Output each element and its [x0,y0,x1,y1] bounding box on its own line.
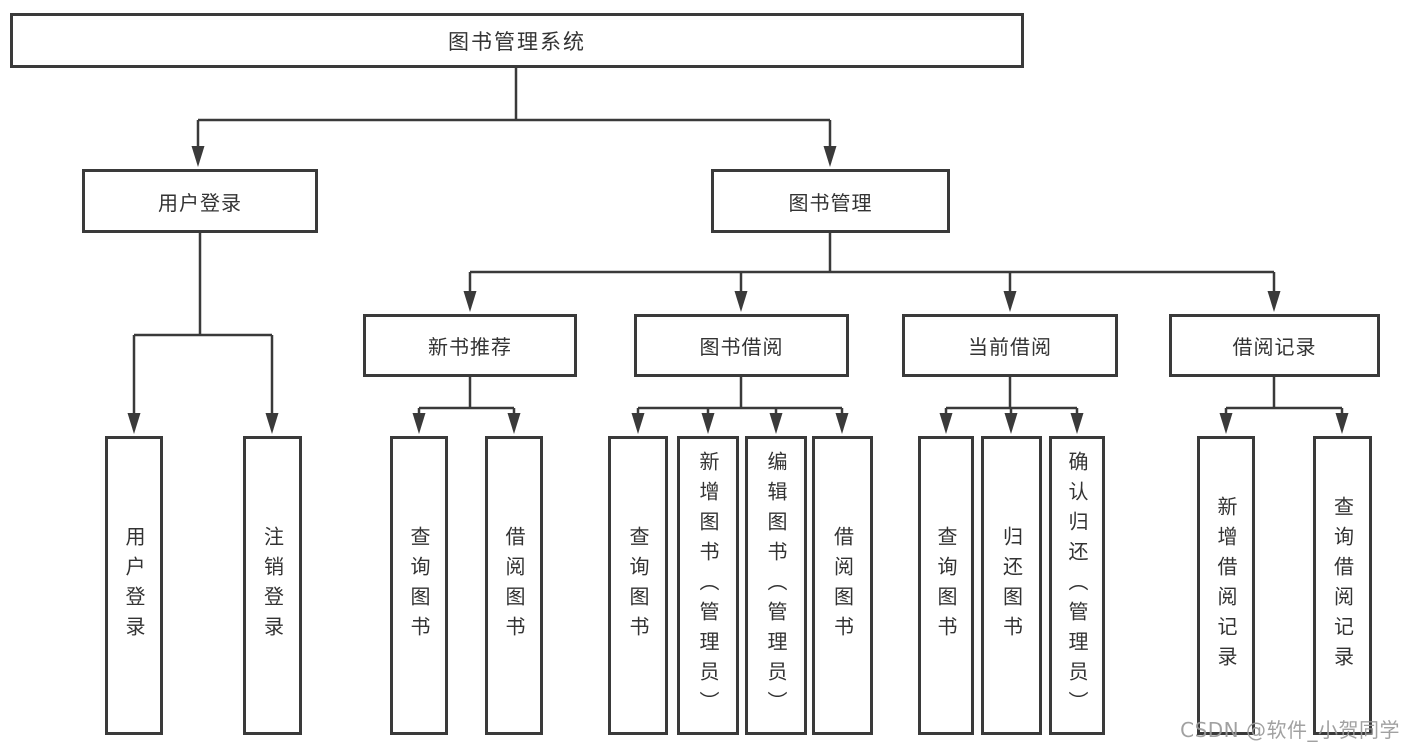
leaf-br-add-record-label: 新增借阅记录 [1214,495,1238,676]
leaf-nb-borrow-books: 借阅图书 [485,436,543,735]
node-borrow-records: 借阅记录 [1169,314,1380,377]
leaf-nb-borrow-books-label: 借阅图书 [502,525,526,646]
leaf-br-add-record: 新增借阅记录 [1197,436,1255,735]
leaf-cb-confirm-return-admin-label: 确认归还（管理员） [1065,450,1089,721]
leaf-bb-query-books-label: 查询图书 [626,525,650,646]
node-book-borrowing: 图书借阅 [634,314,849,377]
csdn-watermark: CSDN @软件_小贺同学 [1180,718,1400,742]
leaf-bb-add-books-admin-label: 新增图书（管理员） [696,450,720,721]
node-current-borrowing: 当前借阅 [902,314,1118,377]
leaf-bb-edit-books-admin: 编辑图书（管理员） [745,436,807,735]
leaf-logout-label: 注销登录 [260,525,285,646]
leaf-cb-return-books: 归还图书 [981,436,1042,735]
leaf-bb-add-books-admin: 新增图书（管理员） [677,436,739,735]
leaf-user-login: 用户登录 [105,436,163,735]
leaf-user-login-label: 用户登录 [122,525,146,646]
leaf-cb-query-books: 查询图书 [918,436,974,735]
leaf-bb-query-books: 查询图书 [608,436,668,735]
node-user-login: 用户登录 [82,169,318,233]
leaf-nb-query-books: 查询图书 [390,436,448,735]
node-new-book-recommend: 新书推荐 [363,314,577,377]
leaf-bb-borrow-books: 借阅图书 [812,436,873,735]
leaf-cb-query-books-label: 查询图书 [934,525,958,646]
leaf-cb-confirm-return-admin: 确认归还（管理员） [1049,436,1105,735]
leaf-cb-return-books-label: 归还图书 [999,525,1024,646]
leaf-nb-query-books-label: 查询图书 [407,525,431,646]
leaf-logout: 注销登录 [243,436,302,735]
node-library-management-system: 图书管理系统 [10,13,1024,68]
leaf-br-query-record-label: 查询借阅记录 [1330,495,1355,676]
leaf-bb-borrow-books-label: 借阅图书 [830,525,855,646]
leaf-br-query-record: 查询借阅记录 [1313,436,1372,735]
node-book-management: 图书管理 [711,169,950,233]
leaf-bb-edit-books-admin-label: 编辑图书（管理员） [764,450,788,721]
